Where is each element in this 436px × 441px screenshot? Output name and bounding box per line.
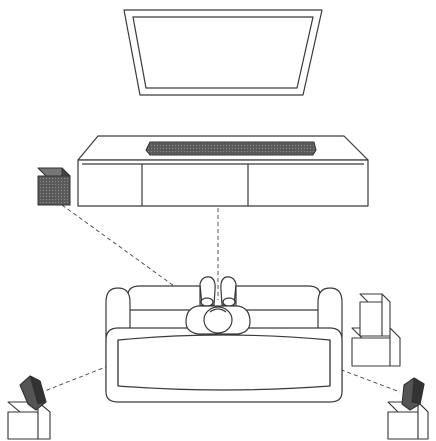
sight-line-subwoofer xyxy=(61,204,211,313)
listener-top-view xyxy=(185,276,251,335)
rear-right-speaker xyxy=(387,377,429,440)
stacked-boxes xyxy=(351,293,401,367)
rear-left-speaker xyxy=(7,375,51,440)
wall-mounted-tv xyxy=(123,9,323,96)
subwoofer xyxy=(37,167,71,206)
sofa xyxy=(105,285,343,403)
soundbar xyxy=(145,141,317,156)
